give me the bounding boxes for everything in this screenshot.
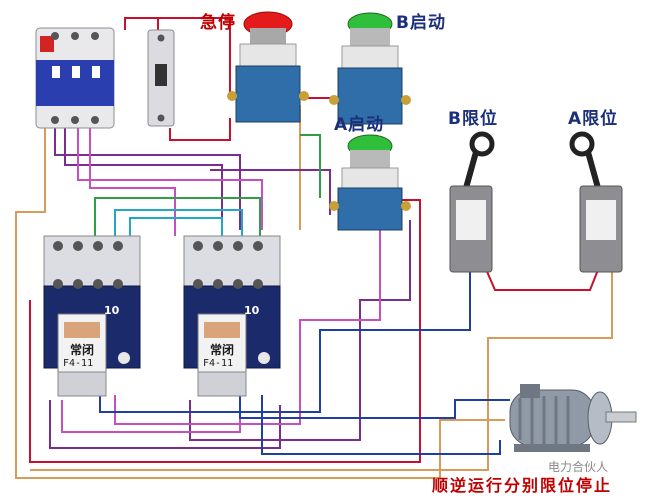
wire-purple-bottom bbox=[49, 400, 281, 449]
estop-label: 急停 bbox=[200, 13, 236, 33]
wire-blue-motor-a bbox=[99, 260, 471, 413]
wire-magenta-bottom2 bbox=[114, 230, 381, 425]
contactor-left-rating: 10 bbox=[104, 304, 120, 317]
b-start-button bbox=[329, 12, 411, 125]
contactor-left bbox=[43, 235, 141, 397]
wire-purple-bottom2 bbox=[189, 220, 411, 441]
wires bbox=[15, 17, 613, 479]
wire-tan-outer bbox=[15, 128, 505, 479]
emergency-stop-button bbox=[227, 11, 309, 123]
b-limit-switch bbox=[449, 131, 495, 273]
contactor-right-rating: 10 bbox=[244, 304, 260, 317]
caption: 顺逆运行分别限位停止 bbox=[432, 476, 613, 495]
wire-purple-a bbox=[54, 128, 241, 230]
wire-tan-middle bbox=[30, 270, 613, 471]
b-start-label: B启动 bbox=[396, 13, 446, 33]
contactor-right-aux-model: F4-11 bbox=[203, 358, 234, 369]
wire-red-top bbox=[124, 17, 159, 30]
a-limit-label: A限位 bbox=[568, 109, 619, 129]
contactor-right bbox=[183, 235, 281, 397]
wire-magenta-bottom bbox=[61, 400, 241, 433]
b-limit-label: B限位 bbox=[448, 109, 498, 129]
contactor-left-aux-label: 常闭 bbox=[70, 343, 95, 357]
a-start-label: A启动 bbox=[334, 115, 385, 135]
wire-cyan-b bbox=[129, 217, 223, 236]
wire-cyan-a bbox=[114, 209, 243, 236]
motor bbox=[509, 384, 637, 452]
wire-red-limit bbox=[481, 259, 603, 291]
wire-blue-motor-b bbox=[239, 395, 510, 419]
watermark: 电力合伙人 bbox=[548, 460, 609, 474]
wire-red-loop bbox=[158, 17, 231, 96]
a-start-button bbox=[329, 134, 411, 231]
wire-blue-motor-c bbox=[261, 395, 501, 455]
wire-magenta-b bbox=[89, 128, 176, 236]
wire-purple-c bbox=[210, 169, 331, 215]
wire-red-coil bbox=[169, 118, 231, 141]
single-pole-breaker bbox=[147, 29, 175, 127]
three-pole-breaker bbox=[35, 27, 115, 129]
wire-magenta-a bbox=[77, 128, 263, 230]
contactor-right-aux-label: 常闭 bbox=[210, 343, 235, 357]
contactor-left-aux-model: F4-11 bbox=[63, 358, 94, 369]
a-limit-switch bbox=[569, 131, 623, 273]
wire-green-b bbox=[300, 134, 321, 198]
wire-green-a bbox=[94, 197, 261, 236]
